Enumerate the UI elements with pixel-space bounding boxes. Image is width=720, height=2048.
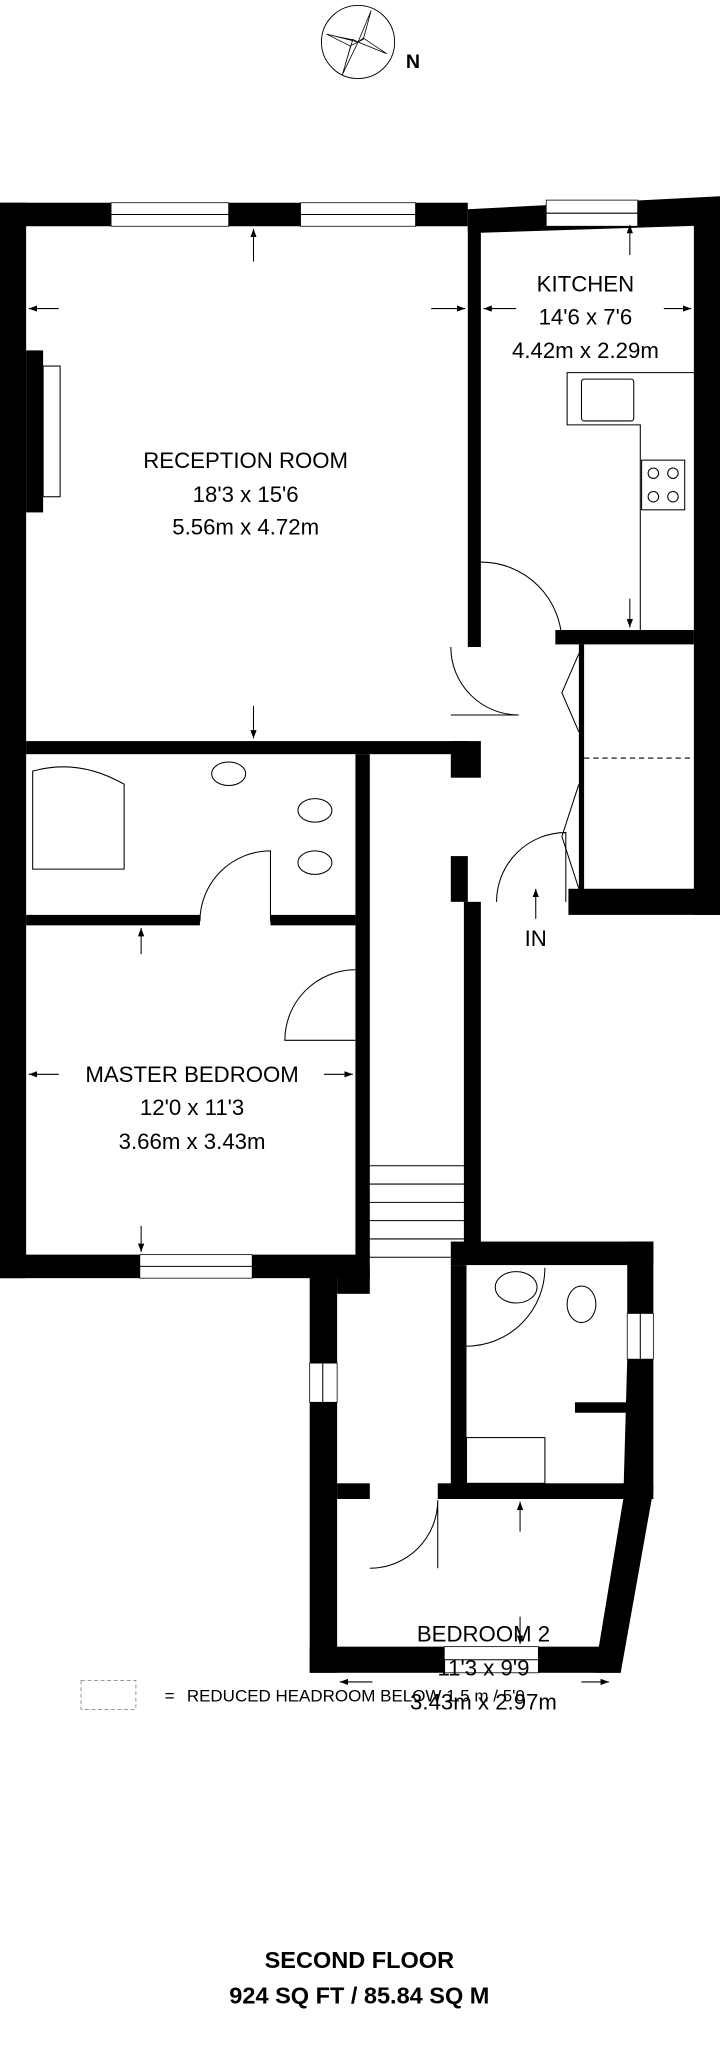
room-name: BEDROOM 2	[417, 1621, 550, 1646]
entrance-label: IN	[525, 926, 547, 951]
floor-title: SECOND FLOOR	[265, 1947, 454, 1973]
room-size-metric: 4.42m x 2.29m	[512, 338, 659, 363]
room-kitchen: KITCHEN 14'6 x 7'6 4.42m x 2.29m	[512, 272, 659, 364]
room-size-imperial: 14'6 x 7'6	[539, 304, 633, 329]
compass-north-label: N	[406, 51, 420, 73]
hob-icon	[641, 459, 686, 511]
room-master-bedroom: MASTER BEDROOM 12'0 x 11'3 3.66m x 3.43m	[85, 1062, 298, 1154]
toilet-icon	[566, 1285, 597, 1324]
room-reception: RECEPTION ROOM 18'3 x 15'6 5.56m x 4.72m	[143, 448, 348, 540]
legend-equals: =	[165, 1687, 175, 1706]
room-name: MASTER BEDROOM	[85, 1062, 298, 1087]
room-size-imperial: 12'0 x 11'3	[140, 1095, 244, 1120]
room-size-metric: 3.66m x 3.43m	[119, 1129, 266, 1154]
windows	[110, 199, 654, 1674]
room-size-metric: 5.56m x 4.72m	[172, 515, 319, 540]
room-bedroom-2: BEDROOM 2 11'3 x 9'9 3.43m x 2.97m	[410, 1621, 557, 1714]
walls	[0, 196, 720, 1673]
legend-text: REDUCED HEADROOM BELOW 1.5 m / 5'0	[187, 1687, 525, 1706]
toilet-icon	[297, 798, 333, 823]
bidet-icon	[297, 850, 333, 875]
room-name: KITCHEN	[537, 272, 634, 297]
basin-icon	[494, 1271, 538, 1304]
basin-icon	[211, 761, 247, 787]
room-size-metric: 3.43m x 2.97m	[410, 1689, 557, 1714]
sink-icon	[580, 378, 635, 422]
fixtures	[32, 365, 720, 1484]
bath-icon	[32, 766, 125, 870]
room-size-imperial: 18'3 x 15'6	[193, 482, 299, 507]
compass-icon	[320, 4, 396, 80]
shower-icon	[465, 1437, 546, 1484]
legend-swatch	[80, 1680, 137, 1710]
room-size-imperial: 11'3 x 9'9	[437, 1655, 529, 1680]
doors	[199, 561, 580, 1569]
floor-area: 924 SQ FT / 85.84 SQ M	[229, 1982, 489, 2008]
stairs	[369, 1165, 464, 1258]
room-name: RECEPTION ROOM	[143, 448, 348, 473]
dimension-arrows	[28, 224, 692, 1686]
